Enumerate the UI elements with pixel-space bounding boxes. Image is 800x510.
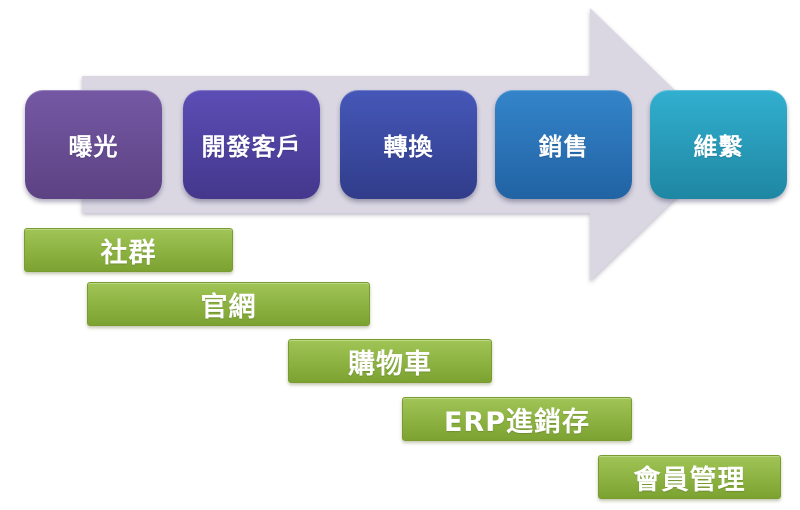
stage-conversion-label: 轉換 — [383, 133, 434, 161]
stage-lead-development-label: 開發客戶 — [201, 133, 302, 161]
bar-membership-management-label: 會員管理 — [633, 464, 746, 496]
stage-retention-label: 維繫 — [693, 133, 744, 161]
bar-shopping-cart: 購物車 — [288, 339, 492, 383]
stage-conversion: 轉換 — [340, 90, 477, 199]
stage-sales-label: 銷售 — [538, 133, 589, 161]
stage-retention: 維繫 — [650, 90, 787, 199]
bar-erp-inventory-label: ERP進銷存 — [443, 406, 591, 438]
stage-exposure-label: 曝光 — [68, 133, 119, 161]
stage-lead-development: 開發客戶 — [183, 90, 320, 199]
stage-exposure: 曝光 — [25, 90, 162, 199]
stage-sales: 銷售 — [495, 90, 632, 199]
bar-social-community: 社群 — [24, 228, 233, 272]
bar-social-community-label: 社群 — [100, 237, 157, 269]
bar-official-website: 官網 — [87, 282, 370, 326]
bar-erp-inventory: ERP進銷存 — [402, 397, 632, 441]
bar-membership-management: 會員管理 — [598, 455, 781, 499]
bar-shopping-cart-label: 購物車 — [348, 348, 432, 380]
bar-official-website-label: 官網 — [200, 291, 257, 323]
